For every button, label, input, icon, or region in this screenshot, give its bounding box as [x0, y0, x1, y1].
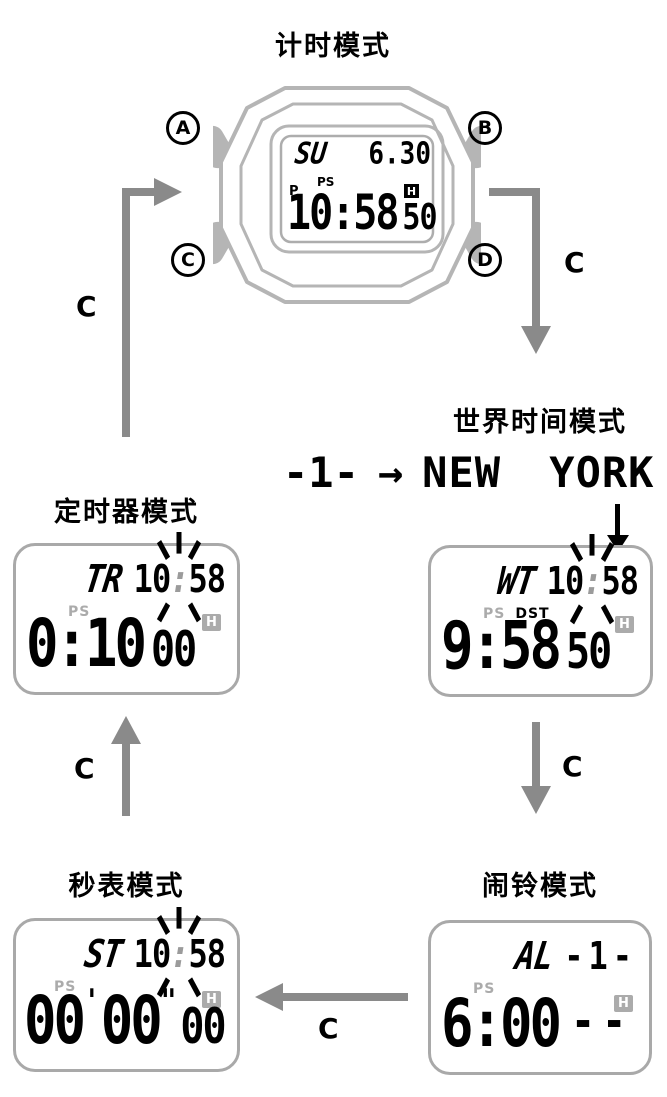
small-hours: 10 [133, 556, 172, 602]
stopwatch-indicators: PS [54, 979, 76, 995]
press-c-label-left-top: C [76, 290, 97, 323]
seconds-digits: 50 [566, 624, 612, 681]
dst-indicator: DST [515, 606, 550, 622]
world-time-lcd-top-line: WT 10 : 58 [494, 533, 639, 624]
current-time-small: 10 : 58 [133, 531, 226, 622]
stopwatch-lcd-top-line: ST 10 : 58 [81, 906, 226, 997]
timekeeping-lcd-top-line: SU 6.30 [292, 137, 431, 172]
arrow-stopwatch-to-timer-head-icon [111, 716, 141, 744]
world-time-time: 9:58 50 [441, 607, 612, 684]
button-d-label: D [468, 243, 502, 277]
power-save-indicator: PS [54, 979, 77, 995]
hour-format-badge: H [615, 616, 634, 633]
timer-lcd-top-line: TR 10 : 58 [81, 531, 226, 622]
small-minutes: 58 [601, 558, 639, 604]
time-digits: 0:10 [26, 605, 147, 682]
press-c-label-right-middle: C [562, 750, 583, 783]
arrow-alarm-to-stopwatch-line [281, 993, 408, 1001]
power-save-indicator: PS [317, 175, 335, 189]
time-digits: 10:58 [287, 185, 399, 241]
timer-countdown-time: 0:10 00 [26, 605, 197, 682]
alarm-indicators: PS [473, 981, 495, 997]
stopwatch-elapsed-time: 00 ' 00 " 00 [24, 982, 227, 1059]
timekeeping-lcd: SU 6.30 P PS H 10:58 50 [283, 137, 438, 241]
minutes-digits: 00 [24, 982, 86, 1059]
hour-format-badge: H [202, 991, 221, 1008]
arrow-alarm-to-stopwatch-head-icon [255, 983, 283, 1011]
hundredths-digits: 00 [180, 999, 226, 1056]
world-time-mode-title: 世界时间模式 [453, 407, 627, 438]
power-save-indicator: PS [473, 981, 496, 997]
arrow-timer-to-timekeeping-elbow [122, 188, 156, 196]
stopwatch-lcd: ST 10 : 58 PS H 00 [13, 906, 240, 1072]
seconds-digits: 00 [100, 982, 163, 1059]
button-c-label: C [171, 243, 205, 277]
world-time-indicators: PS DST [483, 606, 550, 622]
time-digits: 6:00 [441, 985, 562, 1062]
arrow-worldtime-to-alarm-line [532, 722, 540, 788]
flashing-colon: : [570, 533, 615, 624]
world-time-lcd: WT 10 : 58 PS DST H [428, 533, 653, 697]
hour-format-badge: H [404, 184, 419, 198]
seconds-digits: 50 [402, 196, 437, 239]
power-save-indicator: PS [68, 604, 91, 620]
small-minutes: 58 [188, 931, 226, 977]
city-name: NEW YORK [422, 448, 655, 497]
press-c-label-bottom: C [318, 1012, 339, 1045]
arrow-worldtime-to-alarm-head-icon [521, 786, 551, 814]
stopwatch-mode-letters: ST [81, 931, 126, 977]
world-time-mode-letters: WT [494, 558, 539, 604]
city-selection-line: -1- → NEW YORK [283, 448, 654, 497]
alarm-mode-letters: AL [512, 933, 556, 979]
timer-lcd: TR 10 : 58 PS H 0:10 [13, 531, 240, 695]
arrow-timer-to-timekeeping-head-icon [154, 178, 182, 206]
stopwatch-mode-title: 秒表模式 [68, 871, 185, 902]
button-a-label: A [166, 111, 200, 145]
arrow-timekeeping-to-worldtime-head-icon [521, 326, 551, 354]
power-save-indicator: PS [483, 606, 506, 622]
press-c-label-left-middle: C [74, 752, 95, 785]
small-minutes: 58 [188, 556, 226, 602]
timer-mode-title: 定时器模式 [54, 497, 199, 528]
pm-indicator: P [289, 184, 299, 199]
alarm-mode-title: 闹铃模式 [482, 871, 598, 902]
timer-indicators: PS [68, 604, 90, 620]
press-c-label-right-top: C [564, 246, 585, 279]
seconds-digits: 00 [151, 622, 197, 679]
flashing-colon: : [157, 906, 202, 997]
hour-format-badge: H [614, 995, 633, 1012]
button-b-label: B [468, 111, 502, 145]
seconds-doubleprime-mark: " [160, 983, 177, 1020]
seconds-dashes: -- [571, 993, 634, 1050]
time-digits: 9:58 [441, 607, 562, 684]
right-arrow-glyph: → [377, 448, 404, 497]
minutes-prime-mark: ' [84, 983, 100, 1020]
timekeeping-mode-title: 计时模式 [275, 31, 391, 62]
hour-format-badge: H [202, 614, 221, 631]
alarm-lcd-top-line: AL -1- [512, 933, 637, 979]
alarm-lcd: AL -1- PS H 6:00 -- [428, 920, 652, 1075]
current-time-small: 10 : 58 [546, 533, 639, 624]
date: 6.30 [368, 137, 431, 172]
alarm-number: -1- [564, 933, 637, 979]
day-of-week: SU [292, 137, 329, 172]
timer-mode-letters: TR [81, 556, 126, 602]
alarm-time: 6:00 -- [441, 985, 633, 1062]
small-hours: 10 [133, 931, 172, 977]
current-time-small: 10 : 58 [133, 906, 226, 997]
timekeeping-time: 10:58 50 [287, 185, 438, 241]
city-code: -1- [283, 448, 359, 497]
arrow-timekeeping-to-worldtime-elbow [489, 188, 540, 196]
city-pointer-arrow-line [615, 504, 620, 537]
arrow-timer-to-timekeeping-line [122, 188, 130, 437]
small-hours: 10 [546, 558, 585, 604]
arrow-stopwatch-to-timer-line [122, 742, 130, 816]
arrow-timekeeping-to-worldtime-line [532, 188, 540, 328]
flashing-colon: : [157, 531, 202, 622]
